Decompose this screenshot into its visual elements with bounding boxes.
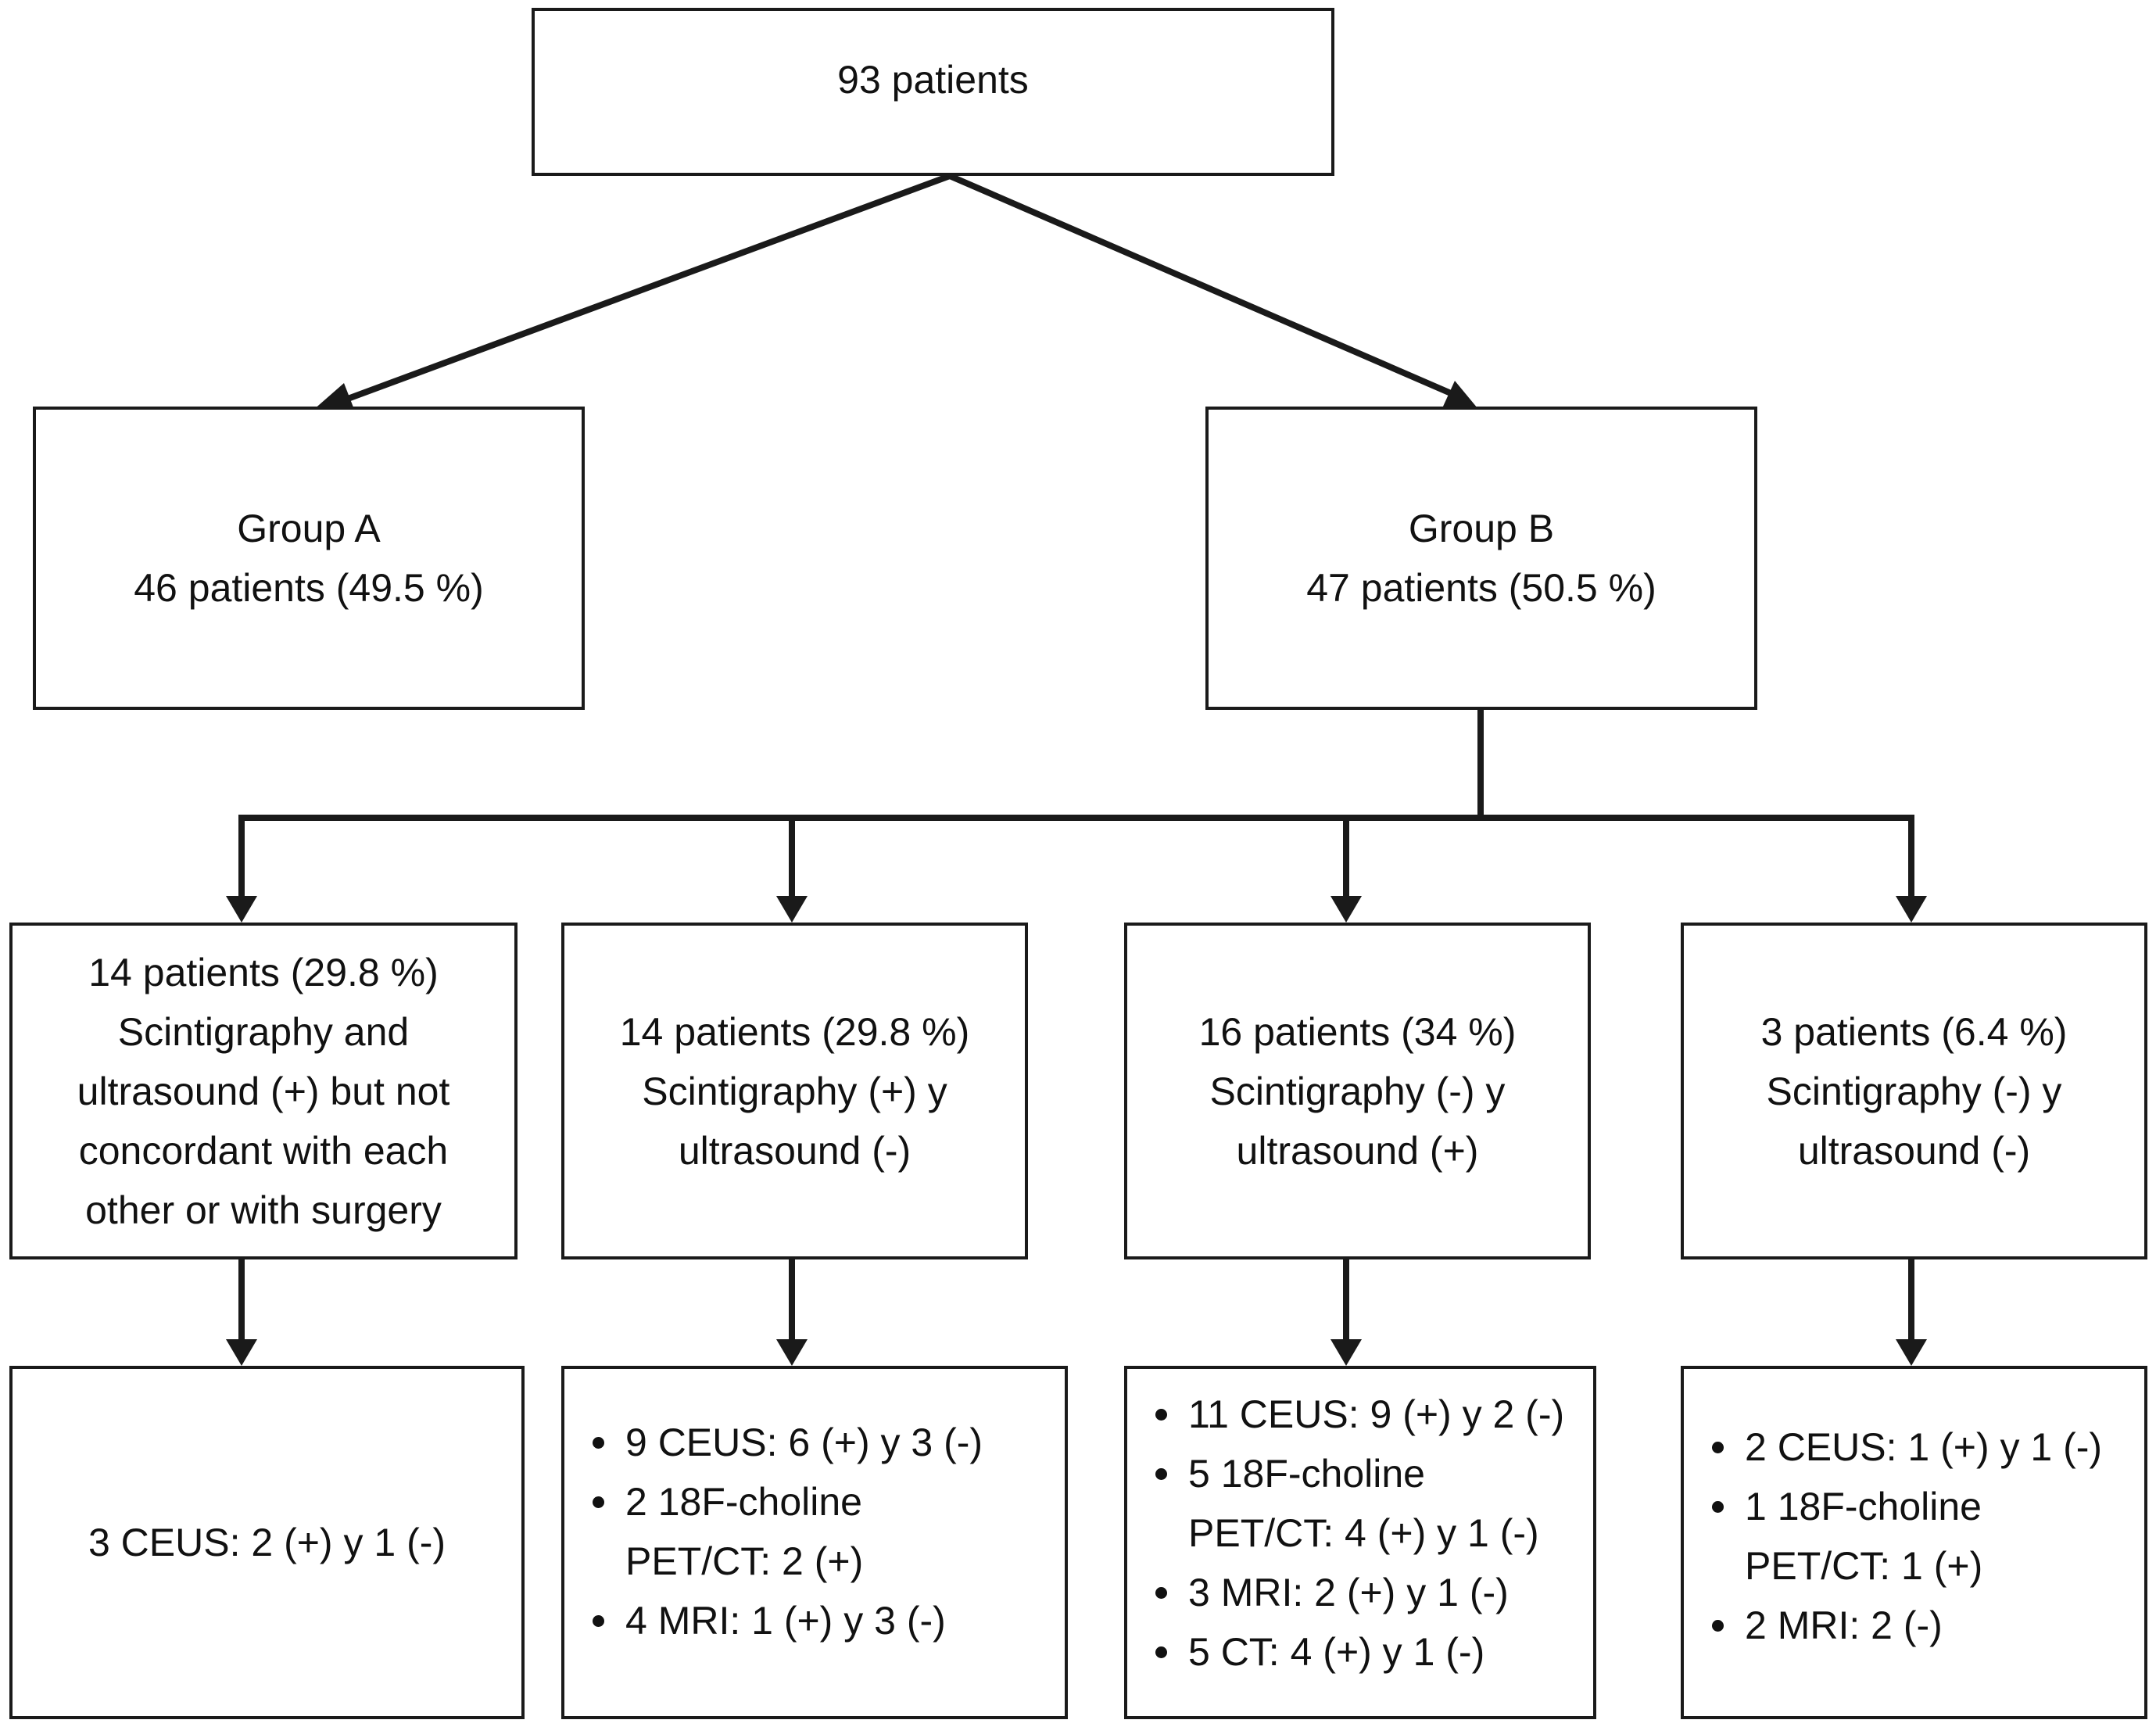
result-item: 4 MRI: 1 (+) y 3 (-) [586, 1591, 983, 1650]
result-item-text: 5 CT: 4 (+) y 1 (-) [1188, 1630, 1485, 1674]
result-item-text: 2 CEUS: 1 (+) y 1 (-) [1745, 1425, 2103, 1469]
subgroup-line: 14 patients (29.8 %) [88, 950, 439, 994]
result-item: 5 CT: 4 (+) y 1 (-) [1149, 1622, 1564, 1682]
arrowhead-subgroup-2 [776, 896, 808, 923]
subgroup-line: Scintigraphy (-) y [1766, 1069, 2062, 1113]
result-item-text: 2 18F-choline [625, 1480, 862, 1524]
subgroup-line: ultrasound (+) [1236, 1128, 1479, 1173]
subgroup-box: 14 patients (29.8 %) Scintigraphy (+) y … [561, 923, 1028, 1259]
arrowhead-result-3 [1330, 1339, 1362, 1366]
result-item: 9 CEUS: 6 (+) y 3 (-) [586, 1413, 983, 1472]
arrowhead-subgroup-3 [1330, 896, 1362, 923]
result-item-text: 9 CEUS: 6 (+) y 3 (-) [625, 1421, 983, 1464]
group-b-box: Group B 47 patients (50.5 %) [1205, 407, 1757, 710]
subgroup-line: ultrasound (-) [678, 1128, 911, 1173]
arrow-root-to-group-b [945, 171, 1468, 403]
arrowhead-result-4 [1896, 1339, 1927, 1366]
subgroup-box: 14 patients (29.8 %) Scintigraphy and ul… [9, 923, 518, 1259]
result-item-text: 11 CEUS: 9 (+) y 2 (-) [1188, 1392, 1565, 1436]
group-a-title: Group A [237, 507, 381, 550]
result-item: 11 CEUS: 9 (+) y 2 (-) [1149, 1385, 1564, 1444]
subgroup-line: Scintigraphy and [117, 1009, 410, 1054]
group-a-count: 46 patients (49.5 %) [134, 566, 484, 610]
subgroup-line: 14 patients (29.8 %) [619, 1009, 970, 1054]
arrowhead-group-a [313, 383, 355, 411]
group-a-box: Group A 46 patients (49.5 %) [33, 407, 585, 710]
subgroup-box: 3 patients (6.4 %) Scintigraphy (-) y ul… [1681, 923, 2147, 1259]
root-label: 93 patients [837, 58, 1029, 102]
subgroup-line: 16 patients (34 %) [1198, 1009, 1517, 1054]
result-item-text: 2 MRI: 2 (-) [1745, 1603, 1943, 1647]
group-b-title: Group B [1408, 507, 1555, 550]
result-item-continuation: PET/CT: 1 (+) [1745, 1544, 1983, 1588]
subgroup-line: Scintigraphy (-) y [1209, 1069, 1506, 1113]
arrow-root-to-group-a [322, 171, 954, 411]
subgroup-line: Scintigraphy (+) y [642, 1069, 947, 1113]
subgroup-line: ultrasound (+) but not [77, 1069, 450, 1113]
arrowhead-subgroup-1 [226, 896, 257, 923]
group-b-count: 47 patients (50.5 %) [1306, 566, 1656, 610]
arrowhead-result-1 [226, 1339, 257, 1366]
subgroup-line: concordant with each [78, 1128, 449, 1173]
result-item-text: 4 MRI: 1 (+) y 3 (-) [625, 1599, 946, 1643]
result-item-text: 5 18F-choline [1188, 1452, 1425, 1496]
result-line: 3 CEUS: 2 (+) y 1 (-) [88, 1521, 446, 1564]
arrowhead-subgroup-4 [1896, 896, 1927, 923]
root-box: 93 patients [532, 8, 1334, 176]
subgroup-box: 16 patients (34 %) Scintigraphy (-) y ul… [1124, 923, 1591, 1259]
result-box: 3 CEUS: 2 (+) y 1 (-) [9, 1366, 525, 1719]
result-item: 3 MRI: 2 (+) y 1 (-) [1149, 1563, 1564, 1622]
subgroup-line: other or with surgery [85, 1188, 442, 1232]
arrowhead-group-b [1442, 381, 1477, 408]
result-item-text: 3 MRI: 2 (+) y 1 (-) [1188, 1571, 1509, 1614]
result-item: 2 CEUS: 1 (+) y 1 (-) [1706, 1417, 2102, 1477]
result-item: 2 MRI: 2 (-) [1706, 1596, 2102, 1655]
arrowhead-result-2 [776, 1339, 808, 1366]
result-item-text: 1 18F-choline [1745, 1485, 1982, 1528]
result-item-continuation: PET/CT: 4 (+) y 1 (-) [1188, 1511, 1539, 1555]
subgroup-line: ultrasound (-) [1797, 1128, 2031, 1173]
subgroup-line: 3 patients (6.4 %) [1760, 1009, 2068, 1054]
result-item-continuation: PET/CT: 2 (+) [625, 1539, 864, 1583]
